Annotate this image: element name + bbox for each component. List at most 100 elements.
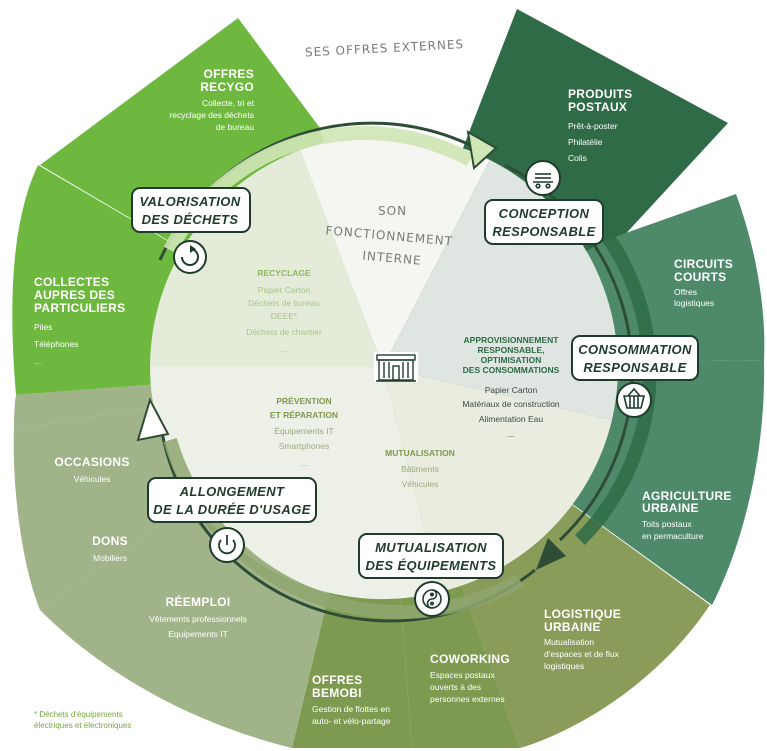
footnote: * Déchets d'équipements électriques et é… — [34, 710, 131, 730]
svg-text:Philatélie: Philatélie — [568, 137, 603, 147]
dons-block: DONS Mobiliers — [92, 534, 128, 563]
valorisation-label: VALORISATION DES DÉCHETS — [131, 187, 251, 233]
svg-text:logistiques: logistiques — [544, 661, 584, 671]
svg-text:AUPRES DES: AUPRES DES — [34, 288, 115, 302]
cart-icon — [533, 173, 553, 189]
svg-text:de bureau: de bureau — [216, 122, 255, 132]
svg-text:LOGISTIQUE: LOGISTIQUE — [544, 607, 621, 621]
svg-text:Mobiliers: Mobiliers — [93, 553, 127, 563]
svg-text:RESPONSABLE: RESPONSABLE — [583, 360, 686, 375]
prevention-block: PRÉVENTION ET RÉPARATION Équipements IT … — [270, 396, 338, 468]
svg-text:CONCEPTION: CONCEPTION — [499, 206, 590, 221]
svg-text:Espaces postaux: Espaces postaux — [430, 670, 495, 680]
svg-text:Collecte, tri et: Collecte, tri et — [202, 98, 255, 108]
svg-text:COURTS: COURTS — [674, 270, 726, 284]
svg-text:...: ... — [300, 458, 307, 468]
yin-yang-icon — [422, 589, 442, 609]
logistique-block: LOGISTIQUE URBAINE Mutualisation d'espac… — [544, 607, 621, 671]
svg-text:RESPONSABLE: RESPONSABLE — [492, 224, 595, 239]
svg-text:Equipements IT: Equipements IT — [168, 629, 228, 639]
svg-text:COLLECTES: COLLECTES — [34, 275, 109, 289]
svg-text:Téléphones: Téléphones — [34, 339, 78, 349]
svg-text:DONS: DONS — [92, 534, 128, 548]
svg-text:MUTUALISATION: MUTUALISATION — [385, 448, 455, 458]
svg-text:BEMOBI: BEMOBI — [312, 686, 362, 700]
svg-text:...: ... — [34, 356, 41, 366]
valorisation-icon-wrap — [173, 240, 207, 274]
svg-text:DES DÉCHETS: DES DÉCHETS — [142, 212, 239, 227]
svg-text:recyclage des déchets: recyclage des déchets — [169, 110, 254, 120]
svg-text:* Déchets d'équipements: * Déchets d'équipements — [34, 710, 123, 719]
svg-text:Mutualisation: Mutualisation — [544, 637, 594, 647]
svg-text:VALORISATION: VALORISATION — [139, 194, 240, 209]
internal-heading-1: SON — [378, 204, 407, 218]
agriculture-block: AGRICULTURE URBAINE Toits postaux en per… — [642, 489, 732, 541]
svg-text:Papier Carton: Papier Carton — [485, 385, 538, 395]
svg-text:...: ... — [507, 429, 514, 439]
power-icon — [218, 535, 236, 555]
svg-text:Bâtiments: Bâtiments — [401, 464, 439, 474]
center-icon-wrap — [374, 352, 418, 382]
recycle-arrow-icon — [181, 248, 199, 266]
svg-text:ouverts à des: ouverts à des — [430, 682, 481, 692]
svg-text:personnes externes: personnes externes — [430, 694, 505, 704]
allongement-icon-wrap — [209, 527, 245, 563]
svg-text:Alimentation Eau: Alimentation Eau — [479, 414, 544, 424]
external-heading: SES OFFRES EXTERNES — [305, 37, 465, 59]
svg-text:Papier Carton: Papier Carton — [258, 285, 311, 295]
svg-text:CIRCUITS: CIRCUITS — [674, 257, 733, 271]
svg-text:DEEE*: DEEE* — [271, 311, 298, 321]
svg-text:AGRICULTURE: AGRICULTURE — [642, 489, 732, 503]
svg-text:CONSOMMATION: CONSOMMATION — [578, 342, 692, 357]
svg-text:URBAINE: URBAINE — [642, 501, 699, 515]
basket-icon — [622, 387, 646, 409]
svg-text:Offres: Offres — [674, 287, 697, 297]
svg-text:Piles: Piles — [34, 322, 52, 332]
produits-block: PRODUITS POSTAUX Prêt-à-poster Philatéli… — [568, 87, 632, 163]
svg-text:Vêtements professionnels: Vêtements professionnels — [149, 614, 247, 624]
mutualisation-block: MUTUALISATION Bâtiments Véhicules — [385, 448, 455, 489]
arrow-head-left — [136, 397, 170, 442]
svg-text:APPROVISIONNEMENT: APPROVISIONNEMENT — [464, 335, 560, 345]
conception-icon-wrap — [525, 160, 561, 196]
svg-text:...: ... — [280, 344, 287, 354]
conception-label: CONCEPTION RESPONSABLE — [484, 199, 604, 245]
svg-text:PARTICULIERS: PARTICULIERS — [34, 301, 125, 315]
svg-text:électriques et électroniques: électriques et électroniques — [34, 721, 131, 730]
coworking-block: COWORKING Espaces postaux ouverts à des … — [430, 652, 510, 704]
svg-text:ET RÉPARATION: ET RÉPARATION — [270, 410, 338, 420]
svg-text:DES CONSOMMATIONS: DES CONSOMMATIONS — [463, 365, 560, 375]
svg-text:Véhicules: Véhicules — [402, 479, 439, 489]
svg-text:en permaculture: en permaculture — [642, 531, 704, 541]
svg-text:Toits postaux: Toits postaux — [642, 519, 692, 529]
inner-top — [300, 134, 490, 367]
circuits-block: CIRCUITS COURTS Offres logistiques — [674, 257, 733, 308]
svg-text:RECYCLAGE: RECYCLAGE — [257, 268, 311, 278]
svg-text:d'espaces et de flux: d'espaces et de flux — [544, 649, 620, 659]
mutualisation-icon-wrap — [414, 581, 450, 617]
svg-text:DES ÉQUIPEMENTS: DES ÉQUIPEMENTS — [366, 558, 497, 573]
svg-text:COWORKING: COWORKING — [430, 652, 510, 666]
occasions-block: OCCASIONS Véhicules — [54, 455, 129, 484]
svg-text:RESPONSABLE,: RESPONSABLE, — [477, 345, 544, 355]
svg-text:Déchets de bureau: Déchets de bureau — [248, 298, 320, 308]
svg-text:PRODUITS: PRODUITS — [568, 87, 632, 101]
arrow-head-top — [466, 130, 498, 170]
svg-text:DE LA DURÉE D'USAGE: DE LA DURÉE D'USAGE — [153, 502, 311, 517]
svg-text:URBAINE: URBAINE — [544, 620, 601, 634]
svg-text:Équipements IT: Équipements IT — [274, 426, 334, 436]
mutualisation-label: MUTUALISATION DES ÉQUIPEMENTS — [358, 533, 504, 579]
collectes-block: COLLECTES AUPRES DES PARTICULIERS Piles … — [34, 275, 125, 366]
svg-text:auto- et vélo-partage: auto- et vélo-partage — [312, 716, 391, 726]
allongement-label: ALLONGEMENT DE LA DURÉE D'USAGE — [147, 477, 317, 523]
svg-text:PRÉVENTION: PRÉVENTION — [276, 396, 331, 406]
reemploi-block: RÉEMPLOI Vêtements professionnels Equipe… — [149, 594, 247, 639]
svg-text:RECYGO: RECYGO — [200, 80, 254, 94]
svg-text:Prêt-à-poster: Prêt-à-poster — [568, 121, 618, 131]
svg-text:OCCASIONS: OCCASIONS — [54, 455, 129, 469]
svg-text:Matériaux de construction: Matériaux de construction — [462, 399, 560, 409]
internal-heading-3: INTERNE — [362, 249, 422, 268]
appro-block: APPROVISIONNEMENT RESPONSABLE, OPTIMISAT… — [462, 335, 560, 439]
svg-text:OFFRES: OFFRES — [204, 67, 254, 81]
